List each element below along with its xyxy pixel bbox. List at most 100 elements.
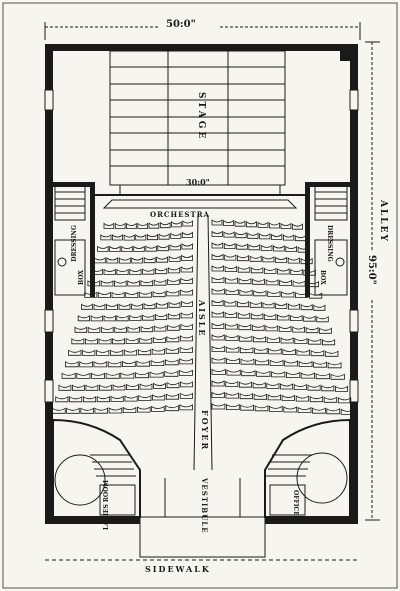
seat	[140, 325, 154, 333]
seat	[149, 371, 164, 378]
seat	[118, 303, 131, 310]
seat	[264, 267, 277, 274]
seat	[247, 232, 259, 239]
seat	[297, 406, 312, 413]
seat	[271, 371, 286, 378]
seat	[224, 300, 237, 307]
seat	[211, 253, 224, 260]
seat	[257, 221, 269, 228]
seat	[285, 245, 297, 252]
seat	[111, 291, 125, 298]
width-dimension-line	[44, 22, 361, 40]
seat	[124, 395, 138, 402]
seat	[112, 338, 125, 345]
seat	[269, 222, 280, 229]
lower-left-stair-hall	[52, 418, 141, 518]
seat	[239, 346, 254, 354]
seat	[114, 280, 127, 287]
seat	[179, 289, 193, 296]
seat	[259, 233, 271, 240]
seat	[315, 372, 330, 380]
seat	[296, 349, 310, 356]
seat	[263, 313, 277, 320]
seat	[288, 303, 300, 310]
seat	[307, 384, 321, 391]
seat	[66, 407, 80, 414]
seat	[254, 405, 269, 412]
seat	[77, 315, 90, 322]
seat	[262, 256, 275, 263]
seat	[330, 373, 345, 380]
seat	[323, 396, 338, 403]
seat	[234, 220, 246, 227]
seat	[281, 291, 295, 298]
seat	[211, 219, 223, 226]
seat	[58, 384, 72, 391]
seat	[225, 277, 238, 284]
seat	[271, 233, 283, 240]
seat	[137, 222, 148, 229]
seat	[94, 407, 108, 414]
seat	[182, 220, 193, 227]
seat	[131, 303, 143, 310]
seat	[298, 360, 313, 367]
seat	[252, 382, 266, 389]
seat	[165, 359, 179, 366]
seat	[101, 326, 114, 333]
seat	[283, 406, 298, 413]
seat	[211, 357, 226, 364]
seat	[267, 290, 281, 297]
seat	[171, 221, 182, 228]
seat	[290, 268, 303, 275]
seat	[156, 302, 168, 309]
seat	[122, 360, 136, 367]
seat	[249, 301, 262, 308]
seat	[180, 312, 193, 319]
seat	[252, 278, 265, 285]
seat	[241, 369, 256, 377]
seat	[110, 349, 124, 356]
seat	[150, 359, 165, 366]
seat	[335, 385, 348, 392]
seat	[99, 384, 112, 391]
seat	[126, 383, 139, 390]
seat	[139, 383, 153, 390]
seat	[148, 222, 160, 229]
seat	[167, 278, 180, 285]
seat	[129, 268, 142, 275]
seat	[90, 268, 103, 275]
seat	[294, 337, 308, 344]
seat	[239, 381, 252, 388]
seat	[225, 392, 239, 399]
seat	[55, 396, 69, 403]
seat	[295, 395, 310, 402]
seat	[164, 370, 179, 377]
seat	[223, 231, 235, 238]
seat	[157, 244, 169, 252]
seat	[275, 302, 288, 309]
seat	[116, 268, 129, 275]
seat	[152, 336, 166, 343]
seat	[87, 326, 101, 333]
seat	[71, 338, 85, 345]
seat	[248, 244, 261, 251]
seat	[153, 279, 167, 286]
seat	[159, 221, 171, 229]
seat	[93, 361, 108, 368]
seat	[118, 257, 131, 264]
sidewalk-label: SIDEWALK	[145, 564, 211, 574]
right-box-label: BOX	[319, 270, 326, 285]
seat	[253, 336, 267, 343]
seat	[127, 280, 140, 287]
seat	[180, 266, 193, 273]
seat	[81, 303, 93, 310]
seat	[123, 234, 135, 241]
seat	[265, 325, 279, 332]
seat	[211, 403, 226, 410]
seat	[268, 348, 282, 355]
seat	[237, 254, 249, 262]
seat	[133, 245, 145, 252]
seat	[74, 326, 88, 333]
seat	[225, 323, 238, 330]
